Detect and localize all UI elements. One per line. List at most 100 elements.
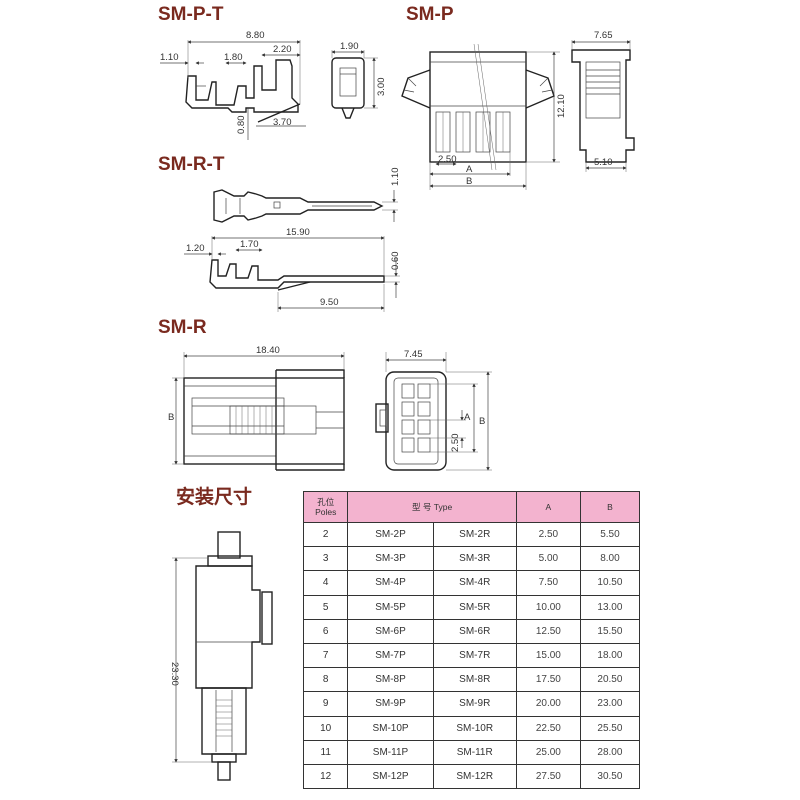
cell-b: 10.50	[579, 570, 641, 596]
cell-b: 5.50	[579, 521, 641, 548]
cell-type-r: SM-4R	[432, 570, 517, 596]
table-row: 7 SM-7P SM-7R 15.00 18.00	[302, 642, 641, 669]
dim-sm-p-t-mid: 1.80	[224, 52, 243, 63]
sm-p-housing-front-view	[401, 43, 555, 171]
cell-type-r: SM-10R	[432, 715, 517, 741]
dim-sm-r-t-left: 1.20	[186, 243, 205, 254]
cell-type-p: SM-12P	[347, 763, 434, 790]
dim-sm-r-t-mid: 1.70	[240, 239, 259, 250]
table-row: 4 SM-4P SM-4R 7.50 10.50	[302, 570, 641, 596]
cell-type-p: SM-6P	[347, 618, 434, 644]
header-type-cn: 型 号	[412, 502, 432, 512]
dim-sm-p-a: A	[466, 164, 473, 175]
cell-type-p: SM-11P	[347, 739, 434, 765]
cell-poles: 7	[302, 642, 349, 669]
table-row: 10 SM-10P SM-10R 22.50 25.50	[302, 715, 641, 741]
dim-sm-r-width: 7.45	[404, 349, 423, 360]
cell-a: 27.50	[515, 763, 581, 790]
cell-b: 15.50	[579, 618, 641, 644]
title-install: 安装尺寸	[176, 485, 252, 508]
cell-a: 22.50	[515, 715, 581, 741]
cell-b: 28.00	[579, 739, 641, 765]
table-row: 12 SM-12P SM-12R 27.50 30.50	[302, 763, 641, 790]
cell-b: 23.00	[579, 691, 641, 717]
table-row: 5 SM-5P SM-5R 10.00 13.00	[302, 594, 641, 620]
dim-sm-p-t-left: 1.10	[160, 52, 179, 63]
title-sm-p: SM-P	[406, 4, 454, 25]
header-a: A	[515, 491, 581, 523]
cell-a: 5.00	[515, 546, 581, 572]
cell-type-p: SM-3P	[347, 546, 434, 572]
cell-poles: 4	[302, 570, 349, 596]
cell-poles: 5	[302, 594, 349, 620]
cell-type-r: SM-3R	[432, 546, 517, 572]
cell-poles: 2	[302, 521, 349, 548]
cell-b: 13.00	[579, 594, 641, 620]
sm-p-dimension-lines	[429, 51, 560, 190]
cell-type-p: SM-10P	[347, 715, 434, 741]
cell-a: 20.00	[515, 691, 581, 717]
cell-a: 7.50	[515, 570, 581, 596]
dim-sm-p-t-overall: 8.80	[246, 30, 265, 41]
dim-sm-r-a: A	[464, 412, 471, 423]
table-row: 8 SM-8P SM-8R 17.50 20.50	[302, 667, 641, 693]
cell-poles: 6	[302, 618, 349, 644]
sm-p-t-dimension-lines	[160, 40, 301, 140]
table-row: 6 SM-6P SM-6R 12.50 15.50	[302, 618, 641, 644]
cell-type-r: SM-2R	[432, 521, 517, 548]
cell-type-r: SM-6R	[432, 618, 517, 644]
cell-poles: 8	[302, 667, 349, 693]
cell-type-r: SM-11R	[432, 739, 517, 765]
dim-sm-p-pitch: 2.50	[438, 154, 457, 165]
cell-a: 25.00	[515, 739, 581, 765]
header-b: B	[579, 491, 641, 523]
cell-b: 25.50	[579, 715, 641, 741]
table-row: 11 SM-11P SM-11R 25.00 28.00	[302, 739, 641, 765]
dim-sm-r-pitch: 2.50	[450, 434, 461, 453]
dim-sm-p-width: 7.65	[594, 30, 613, 41]
dim-sm-r-t-base: 9.50	[320, 297, 339, 308]
table-header-row: 孔位 Poles 型 号 Type A B	[302, 491, 641, 523]
dim-sm-p-t-thick: 0.80	[236, 116, 247, 135]
sm-p-t-terminal-end-view	[331, 50, 378, 119]
sm-r-housing-side-view	[183, 369, 345, 471]
spec-table: 孔位 Poles 型 号 Type A B 2 SM-2P SM-2R 2.50…	[302, 491, 641, 790]
cell-b: 20.50	[579, 667, 641, 693]
header-poles-cn: 孔位	[317, 497, 335, 507]
install-assembly-view	[172, 531, 273, 781]
title-sm-p-t: SM-P-T	[158, 4, 224, 25]
dim-sm-r-length: 18.40	[256, 345, 280, 356]
dim-sm-r-t-pin: 1.10	[390, 168, 401, 187]
cell-a: 15.00	[515, 642, 581, 669]
header-type-en: Type	[433, 502, 453, 512]
cell-a: 2.50	[515, 521, 581, 548]
dim-sm-r-t-overall: 15.90	[286, 227, 310, 238]
table-row: 9 SM-9P SM-9R 20.00 23.00	[302, 691, 641, 717]
cell-type-r: SM-7R	[432, 642, 517, 669]
cell-type-p: SM-9P	[347, 691, 434, 717]
cell-poles: 11	[302, 739, 349, 765]
sm-p-housing-side-view	[571, 40, 635, 172]
dim-sm-p-side: 5.10	[594, 157, 613, 168]
dim-sm-p-t-height: 3.00	[376, 78, 387, 97]
cell-type-p: SM-8P	[347, 667, 434, 693]
table-row: 3 SM-3P SM-3R 5.00 8.00	[302, 546, 641, 572]
cell-b: 30.50	[579, 763, 641, 790]
table-row: 2 SM-2P SM-2R 2.50 5.50	[302, 521, 641, 548]
sm-p-t-terminal-side-view	[185, 59, 306, 127]
title-sm-r: SM-R	[158, 317, 207, 338]
title-sm-r-t: SM-R-T	[158, 154, 225, 175]
cell-type-p: SM-2P	[347, 521, 434, 548]
cell-poles: 3	[302, 546, 349, 572]
dim-sm-p-height: 12.10	[556, 94, 567, 118]
dim-sm-r-b-left: B	[168, 412, 174, 423]
cell-a: 12.50	[515, 618, 581, 644]
cell-type-r: SM-12R	[432, 763, 517, 790]
header-poles: 孔位 Poles	[302, 491, 349, 523]
cell-type-r: SM-9R	[432, 691, 517, 717]
cell-b: 8.00	[579, 546, 641, 572]
sm-r-t-terminal-side-view	[184, 236, 400, 312]
cell-type-p: SM-5P	[347, 594, 434, 620]
header-poles-en: Poles	[315, 507, 337, 517]
